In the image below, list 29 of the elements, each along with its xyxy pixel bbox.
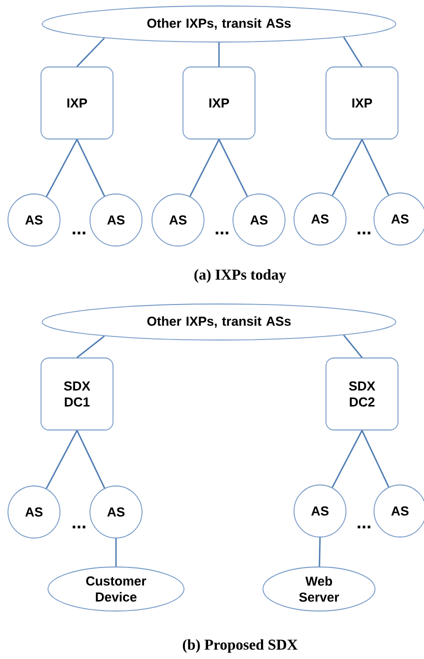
connector-line: [218, 42, 220, 67]
connector-line: [76, 139, 106, 196]
connector-line: [115, 538, 117, 567]
node-box: IXP: [326, 66, 398, 140]
connector-line: [218, 139, 248, 197]
connector-line: [189, 139, 220, 197]
connector-line: [343, 334, 363, 358]
connector-line: [332, 139, 363, 196]
ellipsis-dots: ...: [72, 232, 86, 234]
subfigure-caption: (b) Proposed SDX: [182, 639, 298, 653]
connector-line: [361, 430, 390, 488]
connector-line: [46, 139, 78, 197]
node-box: SDX DC2: [326, 358, 398, 430]
node-box: IXP: [40, 66, 114, 140]
connector-line: [318, 537, 321, 567]
ellipsis-dots: ...: [72, 526, 86, 528]
node-box: SDX DC1: [40, 358, 114, 430]
connector-line: [76, 430, 106, 488]
subfigure-caption: (a) IXPs today: [194, 269, 286, 283]
ellipsis-dots: ...: [358, 526, 370, 528]
ellipsis-dots: ...: [216, 232, 228, 234]
connector-line: [361, 139, 390, 196]
connector-line: [76, 38, 105, 68]
node-box: IXP: [182, 66, 256, 140]
ellipsis-dots: ...: [358, 232, 370, 234]
connector-line: [343, 36, 363, 67]
connector-line: [332, 430, 363, 488]
connector-line: [46, 430, 78, 489]
connector-line: [76, 336, 105, 358]
